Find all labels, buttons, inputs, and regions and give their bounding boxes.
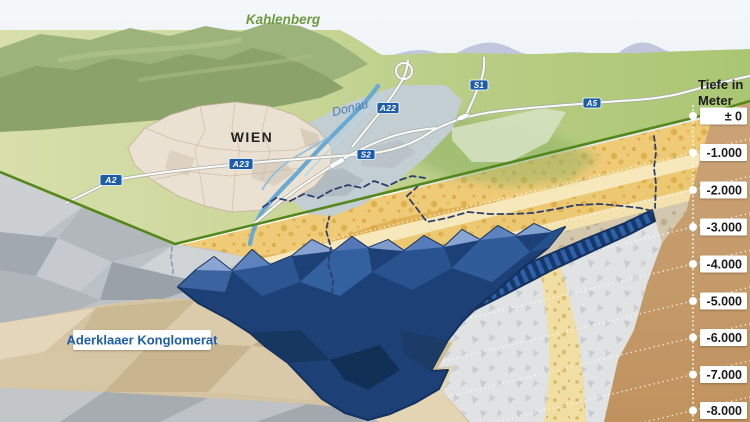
road-badge-a5-label: A5 [586,99,598,108]
svg-text:-8.000: -8.000 [707,404,742,418]
road-badge-a23: A23 [228,158,254,170]
depth-tick-dot [689,370,697,379]
road-badge-s1-label: S1 [474,81,485,90]
navy-dashed-face-outline [405,177,653,223]
depth-tick-dot [689,297,697,305]
svg-text:-1.000: -1.000 [707,146,742,160]
svg-text:-4.000: -4.000 [707,258,742,272]
conglomerate-facets [178,224,565,390]
depth-tick-dot [689,186,697,194]
svg-text:-7.000: -7.000 [707,368,742,382]
navy-dashed-drop-right [653,135,657,209]
formation-label-badge [73,330,211,350]
depth-tick-dot [689,333,697,342]
bottom-gray-rock [0,388,430,422]
wien-label: WIEN [231,129,274,145]
depth-tick-dot [689,406,697,415]
depth-scale-title-1: Tiefe in [698,77,743,92]
svg-text:-3.000: -3.000 [707,221,742,235]
road-badge-s2-label: S2 [361,151,372,160]
bottom-gray-facets [0,388,400,422]
gray-dashed-line [170,246,174,290]
formation-label-text: Aderklaaer Konglomerat [67,333,219,348]
depth-scale: Tiefe in Meter ± 0 -1.000 -2.000 -3.0 [689,77,747,422]
cross-section: Aderklaaer Konglomerat [0,101,750,422]
depth-ticks: ± 0 -1.000 -2.000 -3.000 -4.000 [689,107,747,419]
road-badge-s1: S1 [469,79,489,91]
depth-tick-0: ± 0 [689,107,747,125]
depth-tick-2: -2.000 [689,181,747,199]
road-badges: A2 A23 A22 S2 S1 A5 [99,79,602,186]
depth-tick-dot [689,223,697,231]
svg-text:-5.000: -5.000 [707,295,742,309]
navy-dashed-map-outline [262,175,426,208]
road-badge-a23-label: A23 [232,159,250,169]
depth-tick-4: -4.000 [689,255,747,273]
river-side-channel [304,91,385,177]
kahlenberg-label: Kahlenberg [246,12,321,27]
hill-highlight-2 [138,54,312,82]
road-badge-a22: A22 [376,102,400,114]
depth-tick-dot [689,148,697,157]
depth-tick-3: -3.000 [689,218,747,236]
junction-oval [456,113,470,121]
depth-tick-dot [689,112,697,120]
svg-text:-6.000: -6.000 [707,331,742,345]
road-badge-a5: A5 [582,97,602,109]
formation-label: Aderklaaer Konglomerat [67,330,219,350]
road-badge-s2: S2 [356,149,376,160]
road-badge-a2: A2 [99,174,123,186]
floodplain-green [452,108,566,162]
depth-tick-5: -5.000 [689,292,747,310]
layer-yellow-wedge-dots [540,260,586,422]
depth-tick-6: -6.000 [689,329,747,346]
depth-tick-dot [689,260,697,268]
danube-bridge [329,157,345,169]
svg-text:± 0: ± 0 [725,110,742,124]
svg-text:-2.000: -2.000 [707,184,742,198]
depth-tick-8: -8.000 [689,402,747,419]
map-surface: A2 A23 A22 S2 S1 A5 Kah [0,12,750,247]
kahlenberg-hills [0,22,368,132]
hill-highlight [57,37,243,63]
depth-tick-1: -1.000 [689,144,747,161]
river-canal [261,135,331,191]
city-district-borders [144,101,319,213]
depth-scale-title-2: Meter [698,93,733,108]
road-badge-a22-label: A22 [379,103,397,113]
hill-front [0,48,344,132]
road-badge-a2-label: A2 [104,175,116,185]
conglomerate-body [177,223,566,421]
depth-tick-7: -7.000 [689,366,747,383]
